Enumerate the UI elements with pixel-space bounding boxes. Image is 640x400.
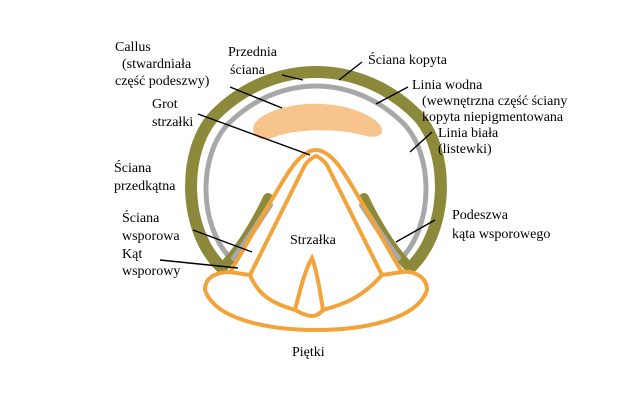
label-podeszwa-kata: Podeszwa kąta wsporowego — [452, 208, 550, 242]
leader-przednia-sciana — [281, 74, 304, 81]
frog-cleft-shape — [293, 253, 325, 311]
label-sciana-wsporowa: Ściana wsporowa — [122, 209, 180, 244]
water-line-shape — [203, 83, 429, 263]
bar-wall-right-shape — [359, 193, 415, 273]
label-callus: Callus (stwardniała część podeszwy) — [115, 40, 210, 89]
leader-podeszwa-kata — [395, 219, 436, 243]
label-sciana-przedkatna: Ściana przedkątna — [114, 159, 176, 194]
hoof-wall-shape — [185, 65, 447, 274]
frog-inner-shape — [248, 153, 384, 276]
leader-sciana-wsporowa — [192, 229, 253, 253]
label-strzalka: Strzałka — [290, 233, 337, 248]
leader-linia-wodna — [375, 86, 409, 105]
label-pietki: Piętki — [292, 345, 325, 360]
leader-callus — [229, 86, 283, 109]
leader-sciana-kopyta — [338, 61, 363, 81]
heels-shape — [202, 269, 430, 333]
leader-kat-wsporowy — [159, 259, 239, 269]
leader-grot-strzalki — [197, 113, 311, 156]
label-grot-strzalki: Grot strzałki — [152, 97, 193, 130]
leader-linia-biala — [409, 131, 433, 153]
frog-outer-shape — [228, 147, 404, 274]
label-sciana-kopyta: Ściana kopyta — [368, 51, 448, 68]
label-przednia-sciana: Przednia ściana — [228, 45, 280, 78]
label-linia-biala: Linia biała (listewki) — [438, 126, 502, 157]
callus-shape — [253, 103, 383, 140]
bar-wall-left-shape — [217, 193, 273, 273]
label-kat-wsporowy: Kąt wsporowy — [122, 247, 180, 279]
label-linia-wodna: Linia wodna (wewnętrzna część ściany kop… — [412, 78, 571, 125]
